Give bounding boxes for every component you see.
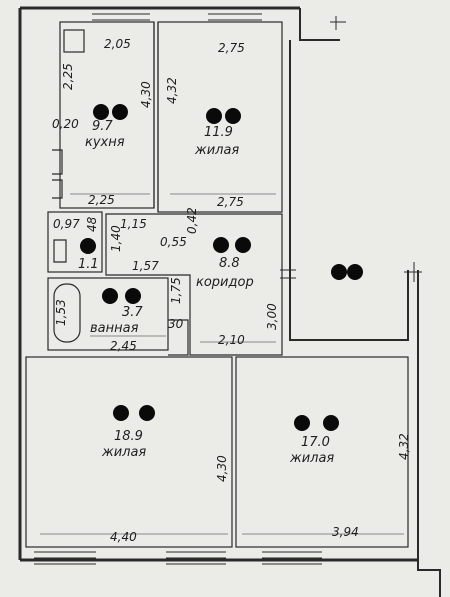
dim-kitchen-top: 2,05 [104,37,131,51]
living2-area: 18.9 [114,429,143,444]
kitchen-name: кухня [85,135,125,150]
dim-bath-niche: 30 [168,317,184,331]
bathroom-area: 3.7 [122,305,143,320]
dim-corridor-wall: 0,42 [185,207,199,234]
dim-toilet-width: 0,97 [53,217,80,231]
area-marker [93,104,109,120]
door-ticks-top [330,16,346,30]
area-marker [225,108,241,124]
area-marker [125,288,141,304]
area-marker [235,237,251,253]
bathtub [53,283,81,343]
kitchen-area: 9.7 [92,119,113,134]
exterior-wall-right [299,8,340,41]
dim-living1-bottom: 2,75 [217,195,244,209]
dim-bath-bottom: 2,45 [110,339,137,353]
dim-corridor-lower: 1,57 [132,259,159,273]
kitchen-fixture [52,179,63,199]
window-living1 [208,7,262,21]
dim-bath-height: 1,53 [54,299,68,326]
dim-kitchen-side-upper: 2,25 [61,63,75,90]
toilet-area: 1.1 [78,257,99,272]
living1-name: жилая [195,143,240,158]
living2-name: жилая [102,445,147,460]
dim-toilet-depth: 48 [85,216,99,232]
bathroom-name: ванная [90,321,139,336]
dim-lines [40,193,404,535]
living3-name: жилая [290,451,335,466]
area-marker [102,288,118,304]
bath-niche [168,319,189,356]
dim-corridor-height: 3,00 [265,303,279,330]
door-ticks-right [404,262,422,282]
window-living2 [34,551,226,565]
area-marker [80,238,96,254]
kitchen-sink [52,149,63,175]
wall-kitchen-living [153,22,159,212]
dim-living3-height: 4,32 [397,433,411,460]
dim-kitchen-height: 4,30 [139,81,153,108]
door-corridor-right [280,269,296,279]
area-marker [112,104,128,120]
dim-passage-depth: 1,40 [109,225,123,252]
area-marker [206,108,222,124]
area-marker [139,405,155,421]
dim-corridor-bottom: 2,10 [218,333,245,347]
dim-kitchen-bottom: 2,25 [88,193,115,207]
living3-outline [235,356,409,548]
stair-marker [347,264,363,280]
dim-living2-height: 4,30 [215,455,229,482]
stair-marker [331,264,347,280]
corridor-area: 8.8 [219,256,240,271]
dim-bath-side: 1,75 [169,277,183,304]
exterior-wall-lower [417,270,441,597]
dim-living3-bottom: 3,94 [332,525,359,539]
dim-kitchen-niche: 0,20 [52,117,79,131]
bathroom-outline [47,277,169,351]
dim-passage-width: 1,15 [120,217,147,231]
dim-living2-bottom: 4,40 [110,530,137,544]
window-living3 [262,551,322,565]
stove [63,29,85,53]
area-marker [113,405,129,421]
corridor-name: коридор [196,275,254,290]
toilet-fixture [53,239,67,263]
living3-area: 17.0 [301,435,330,450]
corridor-outline [105,213,283,356]
dim-corridor-small: 0,55 [160,235,187,249]
living1-area: 11.9 [204,125,233,140]
area-marker [323,415,339,431]
dim-living1-top: 2,75 [218,41,245,55]
toilet-outline [47,211,103,273]
living2-outline [25,356,233,548]
window-kitchen [92,7,150,21]
area-marker [213,237,229,253]
dim-living1-height: 4,32 [165,77,179,104]
area-marker [294,415,310,431]
exterior-block [289,40,409,341]
